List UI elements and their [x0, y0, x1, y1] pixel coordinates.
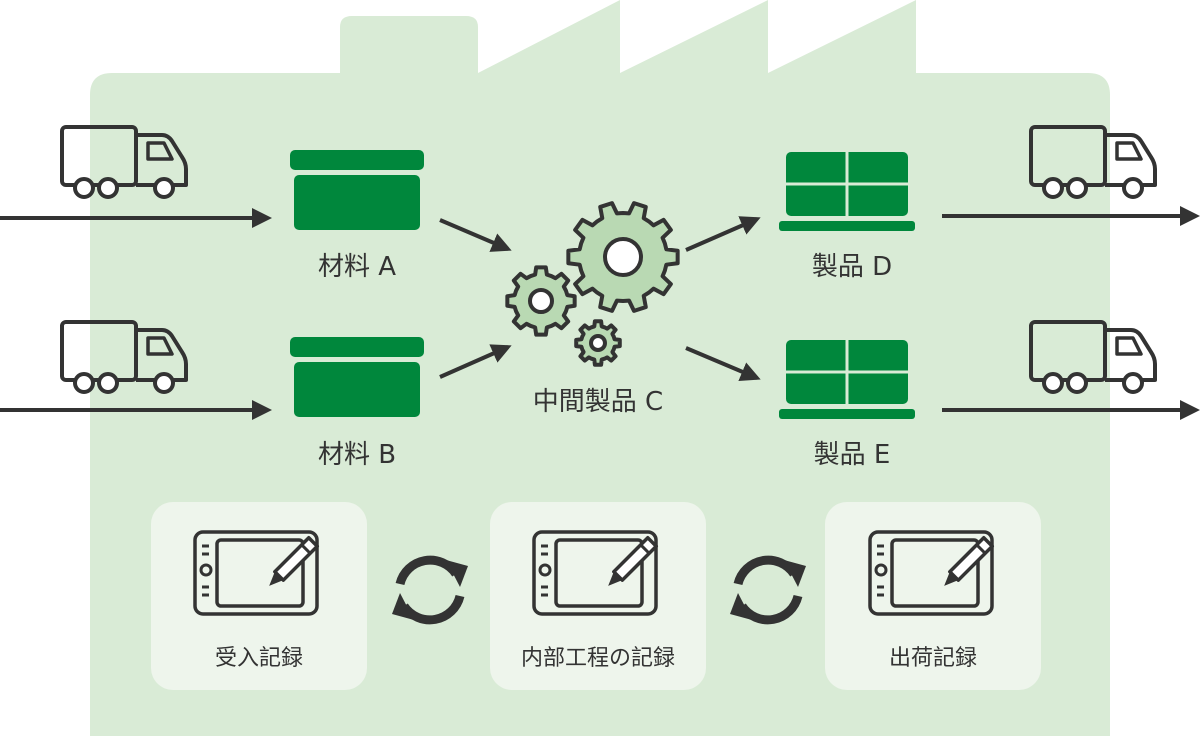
gear-icon [566, 201, 680, 313]
material-a-label: 材料 A [317, 252, 397, 282]
record-receiving-label: 受入記録 [214, 646, 304, 671]
gear-icon [574, 319, 622, 367]
flow-arrow [685, 216, 761, 252]
flow-arrow [439, 218, 512, 252]
material-b-label: 材料 B [317, 440, 397, 470]
material-box-icon [290, 150, 424, 230]
record-internal-label: 内部工程の記録 [520, 646, 676, 671]
flow-arrow [685, 346, 761, 381]
material-box-icon [290, 337, 424, 417]
product-d-label: 製品 D [811, 252, 893, 282]
product-e-label: 製品 E [813, 440, 891, 470]
flow-arrow [439, 344, 512, 379]
gear-icon [505, 265, 577, 337]
intermediate-label: 中間製品 C [532, 387, 664, 417]
product-pallet-icon [779, 340, 915, 419]
product-pallet-icon [779, 152, 915, 231]
record-shipping-label: 出荷記録 [888, 646, 978, 671]
